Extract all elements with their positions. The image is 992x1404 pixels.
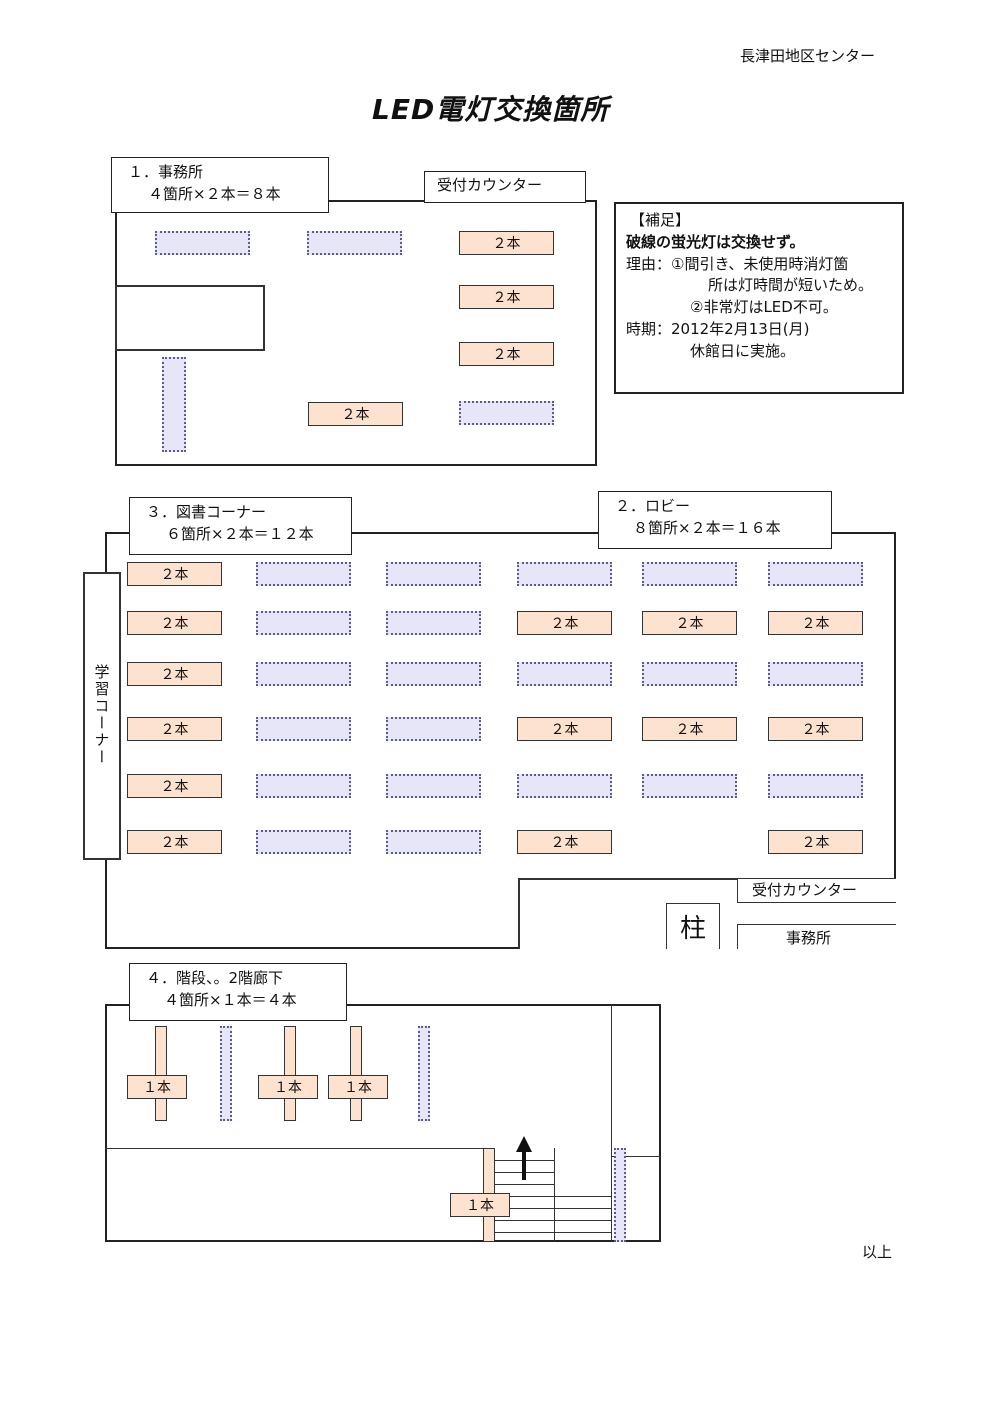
stairs-light-unreplaced bbox=[220, 1026, 232, 1121]
library-light-unreplaced bbox=[256, 562, 351, 586]
library-light-replaced: ２本 bbox=[127, 662, 222, 686]
office-light-replaced: ２本 bbox=[459, 231, 554, 255]
office-light-replaced: ２本 bbox=[308, 402, 403, 426]
note-reason2: ②非常灯はLED不可。 bbox=[690, 298, 838, 316]
stairs-section-count: ４箇所×１本＝４本 bbox=[164, 990, 297, 1009]
library-light-unreplaced bbox=[256, 662, 351, 686]
stairs-light-tube bbox=[350, 1026, 362, 1121]
study-corner-label: 学習コーナー bbox=[92, 664, 111, 766]
lobby-light-unreplaced bbox=[642, 662, 737, 686]
office-desk bbox=[115, 285, 265, 351]
end-mark: 以上 bbox=[862, 1243, 893, 1261]
note-bold: 破線の蛍光灯は交換せず。 bbox=[626, 232, 805, 251]
note-reason1b: 所は灯時間が短いため。 bbox=[708, 276, 874, 295]
stairs-light-unreplaced bbox=[418, 1026, 430, 1121]
stairs-light-replaced: １本 bbox=[328, 1075, 388, 1099]
office-light-unreplaced bbox=[307, 231, 402, 255]
lobby-light-replaced: ２本 bbox=[517, 611, 612, 635]
stairs-outline bbox=[105, 1004, 661, 1242]
note-period-b: 休館日に実施。 bbox=[690, 341, 796, 360]
library-section-count: ６箇所×２本＝１２本 bbox=[166, 524, 314, 543]
reception-counter-bottom: 受付カウンター bbox=[737, 878, 896, 903]
office-label-bottom: 事務所 bbox=[737, 924, 896, 949]
lobby-light-unreplaced bbox=[768, 562, 863, 586]
lobby-light-replaced: ２本 bbox=[768, 830, 863, 854]
stair-tread bbox=[494, 1196, 611, 1197]
stairs-light-tube bbox=[284, 1026, 296, 1121]
lobby-light-replaced: ２本 bbox=[768, 611, 863, 635]
office-light-unreplaced bbox=[155, 231, 250, 255]
office-section-count: ４箇所×２本＝８本 bbox=[148, 184, 281, 203]
pillar: 柱 bbox=[666, 903, 720, 949]
stairs-section-title: ４．階段、。2階廊下 bbox=[146, 969, 284, 987]
lobby-section-count: ８箇所×２本＝１６本 bbox=[633, 518, 781, 537]
stair-tread bbox=[494, 1232, 611, 1233]
lobby-light-unreplaced bbox=[642, 774, 737, 798]
stairs-section-label: ４．階段、。2階廊下 ４箇所×１本＝４本 bbox=[129, 963, 347, 1021]
office-section-label: １．事務所 ４箇所×２本＝８本 bbox=[111, 157, 329, 213]
office-light-replaced: ２本 bbox=[459, 285, 554, 309]
note-reason1a: 理由：①間引き、未使用時消灯箇 bbox=[626, 254, 849, 273]
lobby-light-unreplaced bbox=[517, 562, 612, 586]
lobby-light-replaced: ２本 bbox=[768, 717, 863, 741]
library-light-unreplaced bbox=[256, 611, 351, 635]
library-light-unreplaced bbox=[386, 662, 481, 686]
stairs-light-tube bbox=[155, 1026, 167, 1121]
stair-well-step bbox=[611, 1156, 661, 1157]
library-light-unreplaced bbox=[256, 830, 351, 854]
office-section-title: １．事務所 bbox=[128, 163, 204, 181]
lobby-section-label: ２．ロビー ８箇所×２本＝１６本 bbox=[598, 491, 832, 549]
stair-tread bbox=[494, 1208, 611, 1209]
library-light-replaced: ２本 bbox=[127, 717, 222, 741]
library-light-unreplaced bbox=[386, 611, 481, 635]
note-heading: 【補足】 bbox=[630, 211, 691, 229]
lobby-light-unreplaced bbox=[642, 562, 737, 586]
library-section-title: ３．図書コーナー bbox=[146, 503, 267, 521]
study-corner: 学習コーナー bbox=[83, 572, 121, 860]
library-light-replaced: ２本 bbox=[127, 830, 222, 854]
lobby-light-replaced: ２本 bbox=[517, 830, 612, 854]
up-arrow-icon bbox=[516, 1136, 532, 1152]
stair-tread bbox=[494, 1184, 554, 1185]
lobby-section-title: ２．ロビー bbox=[615, 497, 691, 515]
lobby-light-replaced: ２本 bbox=[642, 717, 737, 741]
stair-tread bbox=[494, 1220, 611, 1221]
lobby-light-unreplaced bbox=[768, 774, 863, 798]
library-light-replaced: ２本 bbox=[127, 562, 222, 586]
lobby-light-replaced: ２本 bbox=[642, 611, 737, 635]
library-light-replaced: ２本 bbox=[127, 774, 222, 798]
library-section-label: ３．図書コーナー ６箇所×２本＝１２本 bbox=[129, 497, 352, 555]
note-box: 【補足】 破線の蛍光灯は交換せず。 理由：①間引き、未使用時消灯箇 所は灯時間が… bbox=[614, 202, 904, 394]
office-light-unreplaced bbox=[162, 357, 186, 452]
library-light-unreplaced bbox=[256, 774, 351, 798]
lobby-light-unreplaced bbox=[517, 774, 612, 798]
library-light-unreplaced bbox=[386, 717, 481, 741]
page-title: LED電灯交換箇所 bbox=[372, 93, 610, 126]
office-light-unreplaced bbox=[459, 401, 554, 425]
up-arrow-shaft bbox=[522, 1150, 526, 1180]
note-period-a: 時期：2012年2月13日(月) bbox=[626, 319, 810, 338]
library-light-unreplaced bbox=[256, 717, 351, 741]
stairs-landing bbox=[554, 1148, 555, 1242]
corridor-divider bbox=[105, 1148, 483, 1149]
organization-name: 長津田地区センター bbox=[740, 47, 876, 65]
reception-counter-top: 受付カウンター bbox=[424, 171, 586, 203]
lobby-light-unreplaced bbox=[768, 662, 863, 686]
library-light-replaced: ２本 bbox=[127, 611, 222, 635]
stairs-light-unreplaced bbox=[614, 1148, 626, 1242]
office-light-replaced: ２本 bbox=[459, 342, 554, 366]
lobby-light-unreplaced bbox=[517, 662, 612, 686]
stairs-light-replaced: １本 bbox=[258, 1075, 318, 1099]
lobby-light-replaced: ２本 bbox=[517, 717, 612, 741]
stairs-light-replaced: １本 bbox=[127, 1075, 187, 1099]
library-light-unreplaced bbox=[386, 774, 481, 798]
library-light-unreplaced bbox=[386, 830, 481, 854]
stair-well-wall bbox=[611, 1004, 612, 1242]
stairs-light-replaced: １本 bbox=[450, 1193, 510, 1217]
library-light-unreplaced bbox=[386, 562, 481, 586]
